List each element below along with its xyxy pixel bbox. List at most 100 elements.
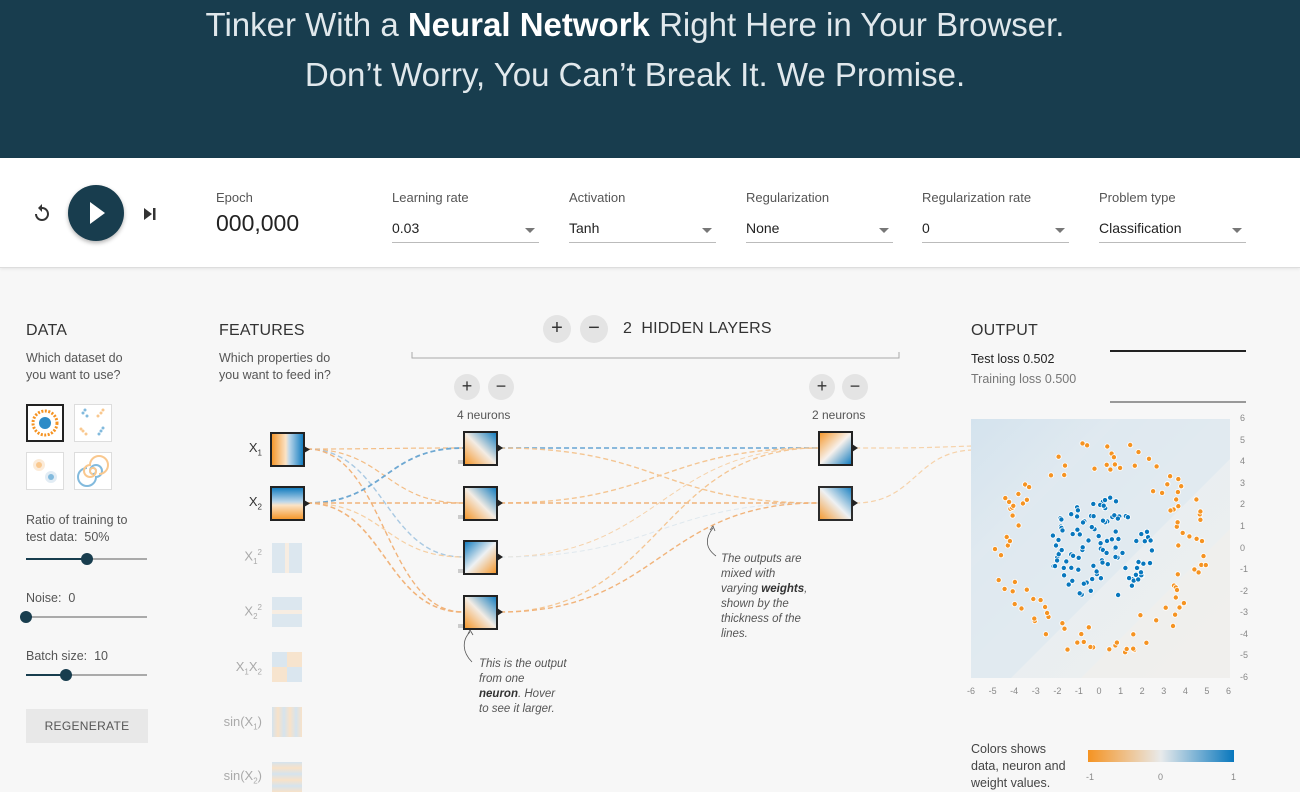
- data-point: [1128, 582, 1135, 589]
- feature-sinx1-base: sin(X: [223, 714, 254, 729]
- feature-label-x1: X1: [218, 440, 262, 458]
- data-point: [1090, 500, 1097, 507]
- data-point: [1198, 538, 1205, 545]
- data-point: [1075, 554, 1082, 561]
- learning-rate-select[interactable]: 0.03: [392, 217, 539, 243]
- data-point: [1202, 562, 1209, 569]
- data-point: [1193, 535, 1200, 542]
- headline: Tinker With a Neural Network Right Here …: [0, 0, 1270, 100]
- data-point: [1135, 558, 1142, 565]
- hidden-layers-count: 2: [623, 320, 633, 337]
- regenerate-button[interactable]: REGENERATE: [26, 709, 148, 743]
- data-point: [1060, 564, 1067, 571]
- ratio-label-text: test data:: [26, 530, 78, 544]
- x-tick: 1: [1118, 686, 1124, 696]
- legend-line-2: data, neuron and: [971, 759, 1066, 773]
- batch-slider-knob[interactable]: [59, 669, 72, 681]
- feature-x1-squared-node: [272, 543, 302, 573]
- data-point: [1087, 587, 1094, 594]
- step-forward-icon[interactable]: [138, 202, 162, 226]
- loss-chart: [1110, 350, 1246, 403]
- hidden-layers-bracket: [411, 352, 900, 359]
- neuron-note-line-1: This is the output: [479, 658, 567, 670]
- batch-value: 10: [94, 649, 108, 663]
- regularization-rate-select[interactable]: 0: [922, 217, 1069, 243]
- dataset-circle-thumb[interactable]: [26, 404, 64, 442]
- problem-type-label: Problem type: [1099, 190, 1176, 205]
- legend-tick-max: 1: [1231, 772, 1237, 782]
- data-point: [1115, 536, 1122, 543]
- data-point: [991, 546, 998, 553]
- data-point: [997, 552, 1004, 559]
- dataset-spiral-thumb[interactable]: [74, 452, 112, 490]
- data-point: [1140, 560, 1147, 567]
- data-point: [1112, 544, 1119, 551]
- data-point: [1175, 542, 1182, 549]
- layer1-add-neuron-button[interactable]: +: [454, 374, 480, 400]
- play-button[interactable]: [68, 185, 124, 241]
- data-point: [1065, 581, 1072, 588]
- add-layer-button[interactable]: +: [543, 315, 571, 343]
- data-point: [1191, 566, 1198, 573]
- data-point: [1006, 538, 1013, 545]
- reset-icon[interactable]: [30, 202, 54, 226]
- data-point: [1119, 549, 1126, 556]
- data-point: [1044, 609, 1051, 616]
- data-point: [1010, 502, 1017, 509]
- data-point: [1037, 597, 1044, 604]
- data-point: [1011, 578, 1018, 585]
- batch-slider-fill: [26, 674, 66, 676]
- layer2-add-neuron-button[interactable]: +: [809, 374, 835, 400]
- data-point: [1126, 575, 1133, 582]
- feature-x1sq-sub: 1: [253, 556, 258, 566]
- dataset-gauss-thumb[interactable]: [26, 452, 64, 490]
- data-point: [1091, 465, 1098, 472]
- ratio-slider-fill: [26, 558, 87, 560]
- data-point: [1107, 466, 1114, 473]
- color-legend-text: Colors shows data, neuron and weight val…: [971, 741, 1066, 792]
- feature-sin-x1-node: [272, 707, 302, 737]
- ratio-value: 50%: [84, 530, 110, 544]
- data-subtitle-line-2: you want to use?: [26, 368, 121, 382]
- data-point: [1088, 524, 1095, 531]
- data-point: [1174, 519, 1181, 526]
- noise-label: Noise: 0: [26, 590, 75, 607]
- remove-layer-button[interactable]: −: [580, 315, 608, 343]
- x-tick: 2: [1139, 686, 1145, 696]
- data-point: [1137, 612, 1144, 619]
- weights-note-arrow: [706, 527, 717, 557]
- ratio-label-line-1: Ratio of training to: [26, 513, 128, 527]
- data-point: [1054, 557, 1061, 564]
- data-point: [1011, 601, 1018, 608]
- data-point: [1147, 537, 1154, 544]
- data-point: [1042, 631, 1049, 638]
- feature-label-sin-x1: sin(X1): [212, 714, 262, 732]
- feature-x2-squared-node: [272, 597, 302, 627]
- data-point: [1030, 595, 1037, 602]
- test-loss-label: Test loss: [971, 352, 1020, 366]
- ratio-slider-knob[interactable]: [80, 553, 93, 565]
- dataset-xor-thumb[interactable]: [74, 404, 112, 442]
- activation-select[interactable]: Tanh: [569, 217, 716, 243]
- x-tick: 5: [1204, 686, 1210, 696]
- data-point: [1153, 617, 1160, 624]
- problem-type-select[interactable]: Classification: [1099, 217, 1246, 243]
- noise-slider-knob[interactable]: [20, 611, 32, 623]
- x-tick: -4: [1010, 686, 1019, 696]
- feature-x1x2-base: X: [235, 659, 245, 674]
- feature-x2-sub: 2: [257, 502, 262, 512]
- noise-slider-track[interactable]: [26, 616, 147, 618]
- layer2-remove-neuron-button[interactable]: −: [842, 374, 868, 400]
- chevron-down-icon: [879, 228, 889, 233]
- data-point: [1107, 494, 1114, 501]
- batch-slider-track[interactable]: [26, 674, 147, 676]
- hidden-layers-label: 2 HIDDEN LAYERS: [623, 320, 772, 338]
- data-point: [1143, 528, 1150, 535]
- data-point: [1001, 585, 1008, 592]
- regularization-select[interactable]: None: [746, 217, 893, 243]
- data-point: [1101, 497, 1108, 504]
- feature-label-x1-squared: X12: [218, 548, 262, 566]
- data-point: [1069, 531, 1076, 538]
- data-point: [1130, 631, 1137, 638]
- layer1-remove-neuron-button[interactable]: −: [488, 374, 514, 400]
